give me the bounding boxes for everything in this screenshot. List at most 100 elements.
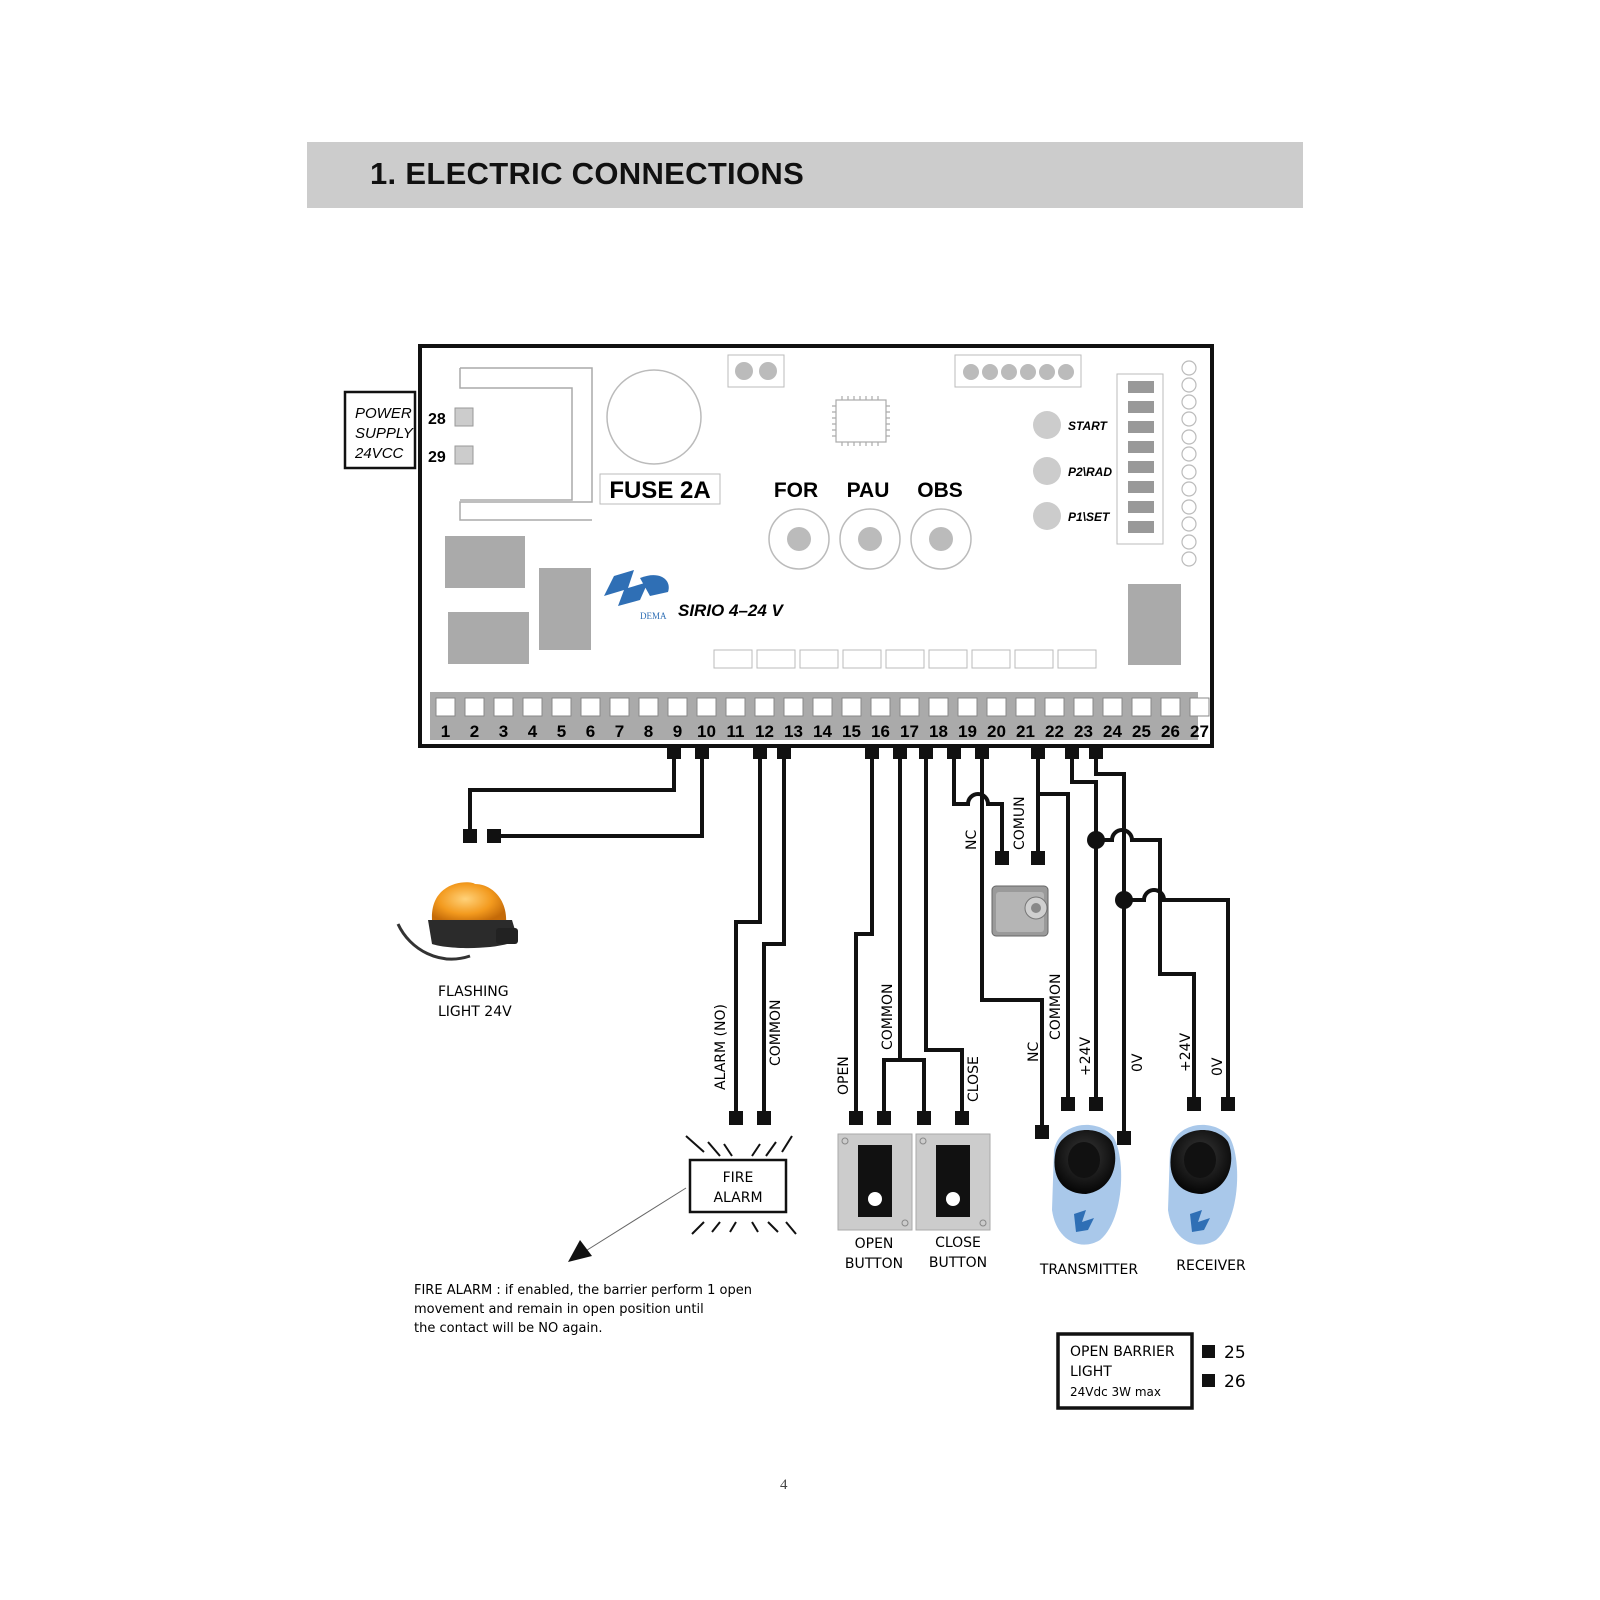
section-title: 1. ELECTRIC CONNECTIONS (370, 156, 805, 191)
terminal-slot (696, 697, 717, 717)
board-push-buttons: START P2\RAD P1\SET (1033, 411, 1112, 530)
junction-dot (1115, 891, 1133, 909)
page-number: 4 (780, 1477, 788, 1493)
power-supply-line2: SUPPLY (355, 425, 414, 442)
flashing-light-icon (396, 882, 518, 961)
wire-label-tx-common: COMMON (1048, 974, 1064, 1040)
terminal-number-4: 4 (528, 722, 538, 741)
terminal-slot (928, 697, 949, 717)
terminal-number-27: 27 (1190, 722, 1209, 741)
wire-label-rx-24v: +24V (1178, 1032, 1194, 1072)
wire-label-alarm-no: ALARM (NO) (713, 1004, 729, 1090)
fuse-label-box (599, 473, 721, 505)
terminal-number-5: 5 (557, 722, 566, 741)
terminal-slot (493, 697, 514, 717)
open-button-icon (837, 1133, 913, 1231)
svg-text:FLASHING: FLASHING (438, 984, 509, 1000)
svg-text:ALARM: ALARM (713, 1190, 762, 1206)
terminal-slot (609, 697, 630, 717)
terminal-slot (580, 697, 601, 717)
p1set-button-icon (1033, 502, 1061, 530)
terminal-number-8: 8 (644, 722, 653, 741)
terminal-slots (435, 697, 1210, 717)
close-button-icon (915, 1133, 991, 1231)
board-model-label: SIRIO 4–24 V (678, 601, 785, 620)
led-for-label: FOR (774, 479, 818, 502)
terminal-number-23: 23 (1074, 722, 1093, 741)
terminal-slot (841, 697, 862, 717)
flashing-light-label: FLASHING LIGHT 24V (438, 984, 512, 1020)
led-pau-label: PAU (847, 479, 890, 502)
terminal-slot (551, 697, 572, 717)
dema-logo: DEMA (604, 570, 669, 621)
terminal-slot (435, 697, 456, 717)
p2rad-button-label: P2\RAD (1068, 465, 1112, 479)
microchip (832, 396, 890, 446)
svg-text:LIGHT 24V: LIGHT 24V (438, 1004, 512, 1020)
transformer-outline (459, 367, 593, 521)
terminal-number-1: 1 (441, 722, 450, 741)
terminal-29-label: 29 (428, 449, 446, 466)
close-button-label-2: BUTTON (929, 1255, 987, 1271)
wire-label-rx-0v: 0V (1210, 1057, 1226, 1076)
terminal-number-14: 14 (813, 722, 832, 741)
led-column (1181, 360, 1197, 567)
power-supply-line3: 24VCC (354, 445, 404, 462)
terminal-slot (667, 697, 688, 717)
button-labels: OPEN BUTTON CLOSE BUTTON (845, 1235, 987, 1272)
wire-labels: ALARM (NO) COMMON OPEN COMMON CLOSE NC C… (713, 796, 1226, 1102)
wire-label-tx-nc: NC (1026, 1042, 1042, 1062)
barrier-light-box: OPEN BARRIER LIGHT 24Vdc 3W max 25 26 (1056, 1332, 1246, 1410)
terminal-number-20: 20 (987, 722, 1006, 741)
terminal-number-16: 16 (871, 722, 890, 741)
emergency-stop-icon (991, 885, 1049, 937)
barrier-light-term-26: 26 (1224, 1372, 1246, 1392)
dip-switch-block (1116, 373, 1164, 545)
section-header-bar: 1. ELECTRIC CONNECTIONS (307, 142, 1303, 208)
terminal-slot (812, 697, 833, 717)
relay-2 (448, 612, 529, 664)
terminal-number-21: 21 (1016, 722, 1035, 741)
terminal-number-24: 24 (1103, 722, 1122, 741)
terminal-number-10: 10 (697, 722, 716, 741)
start-button-label: START (1068, 419, 1109, 433)
led-obs-label: OBS (917, 479, 963, 502)
start-button-icon (1033, 411, 1061, 439)
terminal-28-label: 28 (428, 411, 446, 428)
svg-text:the contact will be NO again.: the contact will be NO again. (414, 1321, 603, 1336)
terminal-slot (1044, 697, 1065, 717)
open-button-label-1: OPEN (855, 1236, 894, 1252)
barrier-light-line1: OPEN BARRIER (1070, 1344, 1175, 1360)
terminal-slot (1131, 697, 1152, 717)
receiver-label: RECEIVER (1176, 1258, 1246, 1274)
fuse-label: FUSE 2A (609, 477, 710, 504)
terminal-number-12: 12 (755, 722, 774, 741)
svg-text:FIRE: FIRE (723, 1170, 754, 1186)
power-supply-box: POWER SUPPLY 24VCC (343, 390, 417, 470)
terminal-number-13: 13 (784, 722, 803, 741)
p1set-button-label: P1\SET (1068, 510, 1111, 524)
wires (468, 746, 1230, 1138)
barrier-light-term-25: 25 (1224, 1343, 1246, 1363)
receiver-icon (1168, 1124, 1238, 1245)
terminal-number-15: 15 (842, 722, 861, 741)
terminal-number-18: 18 (929, 722, 948, 741)
terminal-slot (1015, 697, 1036, 717)
wire-label-close: CLOSE (966, 1056, 982, 1102)
terminal-slot (1189, 697, 1210, 717)
relay-1 (445, 536, 525, 588)
svg-text:DEMA: DEMA (640, 611, 667, 621)
control-board: 28 29 FUSE 2A FOR PAU OBS (418, 344, 1214, 748)
terminal-slot (1102, 697, 1123, 717)
terminal-number-22: 22 (1045, 722, 1064, 741)
capacitor (539, 568, 591, 650)
fire-alarm-note: FIRE ALARM : if enabled, the barrier per… (414, 1283, 752, 1336)
barrier-light-line2: LIGHT (1070, 1364, 1112, 1380)
svg-text:movement and remain in open po: movement and remain in open position unt… (414, 1302, 704, 1317)
pad-row (713, 649, 1097, 669)
fuse-holder (606, 369, 702, 465)
terminal-number-9: 9 (673, 722, 682, 741)
wire-label-open: OPEN (836, 1056, 852, 1095)
